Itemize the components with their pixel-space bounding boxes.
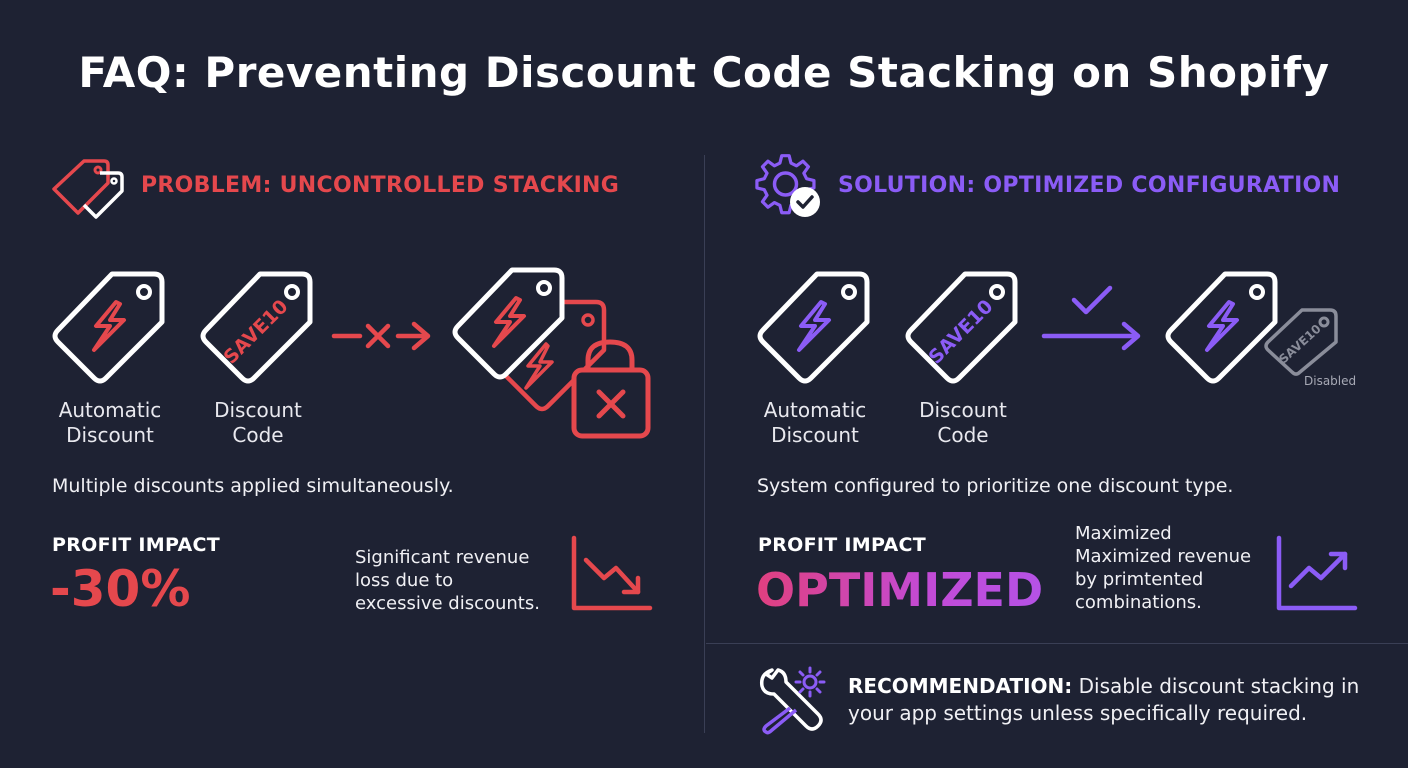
check-arrow-icon [1040,282,1144,354]
discount-code-label: Discount Code [214,398,302,447]
tag-lightning-icon [755,268,875,386]
trend-down-icon [570,535,653,612]
tag-lightning-icon [1163,268,1283,386]
tag-lightning-icon [50,268,170,386]
blocked-arrow-icon [331,318,432,354]
problem-heading: PROBLEM: UNCONTROLLED STACKING [141,173,620,198]
solution-description: System configured to prioritize one disc… [757,475,1234,497]
solution-impact-label: PROFIT IMPACT [758,534,926,556]
solution-heading: SOLUTION: OPTIMIZED CONFIGURATION [838,173,1341,198]
automatic-discount-label: Automatic Discount [763,398,867,447]
column-divider [704,155,705,733]
recommendation-label: RECOMMENDATION: [848,674,1073,698]
discount-code-label: Discount Code [919,398,1007,447]
solution-impact-note: Maximized Maximized revenue by primtente… [1075,523,1252,613]
tag-code-icon: SAVE10 [198,268,318,386]
problem-impact-note: Significant revenue loss due to excessiv… [355,547,540,614]
automatic-discount-label: Automatic Discount [58,398,162,447]
tag-code-icon: SAVE10 [903,268,1023,386]
problem-impact-value: -30% [50,560,191,618]
recommendation-text: RECOMMENDATION: Disable discount stackin… [848,674,1360,725]
solution-impact-value: OPTIMIZED [756,563,1044,617]
tools-icon [756,664,828,735]
disabled-tag-icon: SAVE10 [1262,306,1340,376]
recommendation-divider [706,643,1408,644]
gear-check-icon [754,154,826,221]
disabled-label: Disabled [1304,374,1357,388]
problem-description: Multiple discounts applied simultaneousl… [52,475,454,497]
tags-icon [50,155,126,219]
page-title: FAQ: Preventing Discount Code Stacking o… [78,48,1330,97]
trend-up-icon [1275,535,1358,612]
stacked-tags-lock-icon [450,266,655,441]
problem-impact-label: PROFIT IMPACT [52,534,220,556]
